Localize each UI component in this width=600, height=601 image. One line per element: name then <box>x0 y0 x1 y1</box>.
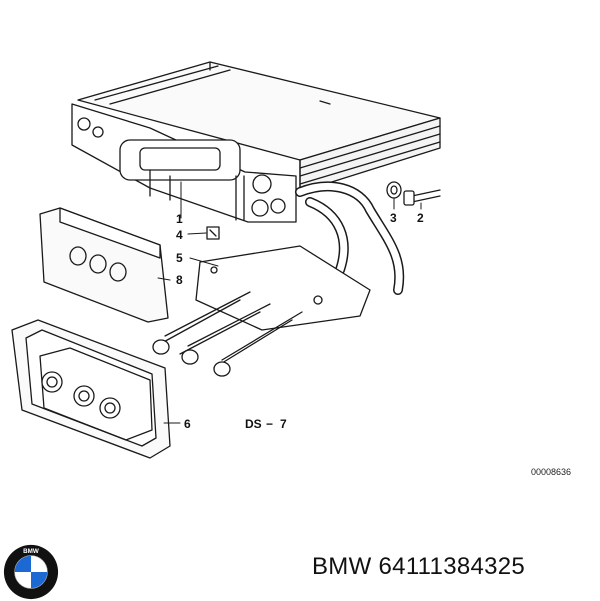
pipe-set <box>152 181 405 377</box>
gasket <box>11 319 171 459</box>
diagram-dash: − <box>266 417 273 431</box>
callout-8: 8 <box>176 273 183 287</box>
diagram-code: DS <box>245 417 262 431</box>
callout-3: 3 <box>390 211 397 225</box>
seal-plate <box>39 207 169 323</box>
nut <box>386 181 402 199</box>
part-label: BMW 64111384325 <box>312 553 526 580</box>
callout-5: 5 <box>176 251 183 265</box>
callout-1: 1 <box>176 212 183 226</box>
heater-core <box>71 61 441 223</box>
bmw-logo: BMW <box>3 544 59 600</box>
callout-7: 7 <box>280 417 287 431</box>
screw <box>403 189 441 206</box>
svg-text:BMW: BMW <box>23 548 39 555</box>
drawing-number: 00008636 <box>531 467 571 477</box>
callout-6: 6 <box>184 417 191 431</box>
clip <box>206 226 220 240</box>
callout-2: 2 <box>417 211 424 225</box>
callout-4: 4 <box>176 228 183 242</box>
